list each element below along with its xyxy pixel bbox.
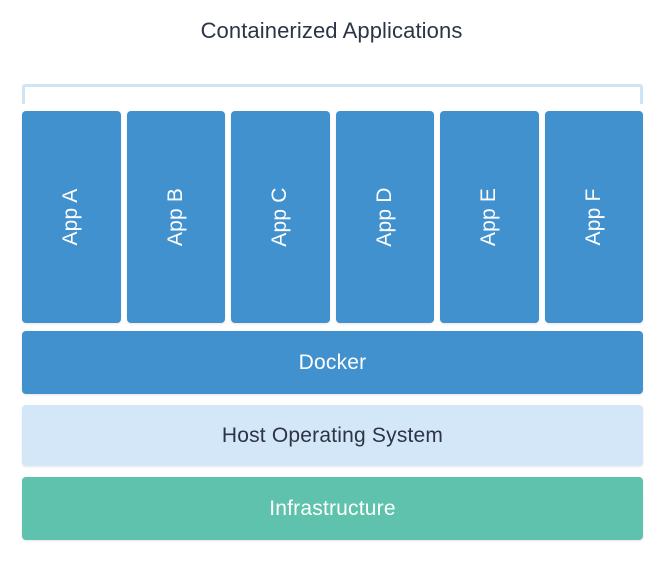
app-box-a[interactable]: App A [22, 111, 121, 323]
app-label: App F [581, 188, 605, 246]
app-label: App B [163, 187, 187, 247]
app-label: App C [268, 187, 292, 247]
app-label: App D [372, 187, 396, 247]
app-box-c[interactable]: App C [231, 111, 330, 323]
apps-row: App A App B App C App D App E App F [22, 111, 643, 323]
app-box-b[interactable]: App B [126, 111, 225, 323]
app-box-e[interactable]: App E [440, 111, 539, 323]
layer-host-operating-system[interactable]: Host Operating System [22, 405, 643, 466]
page-title: Containerized Applications [200, 18, 463, 43]
app-label: App E [477, 187, 501, 247]
app-box-f[interactable]: App F [544, 111, 643, 323]
containerized-applications-bracket [22, 84, 643, 104]
layer-infrastructure[interactable]: Infrastructure [22, 477, 643, 540]
app-label: App A [59, 188, 83, 246]
app-box-d[interactable]: App D [335, 111, 434, 323]
layer-docker[interactable]: Docker [22, 331, 643, 394]
